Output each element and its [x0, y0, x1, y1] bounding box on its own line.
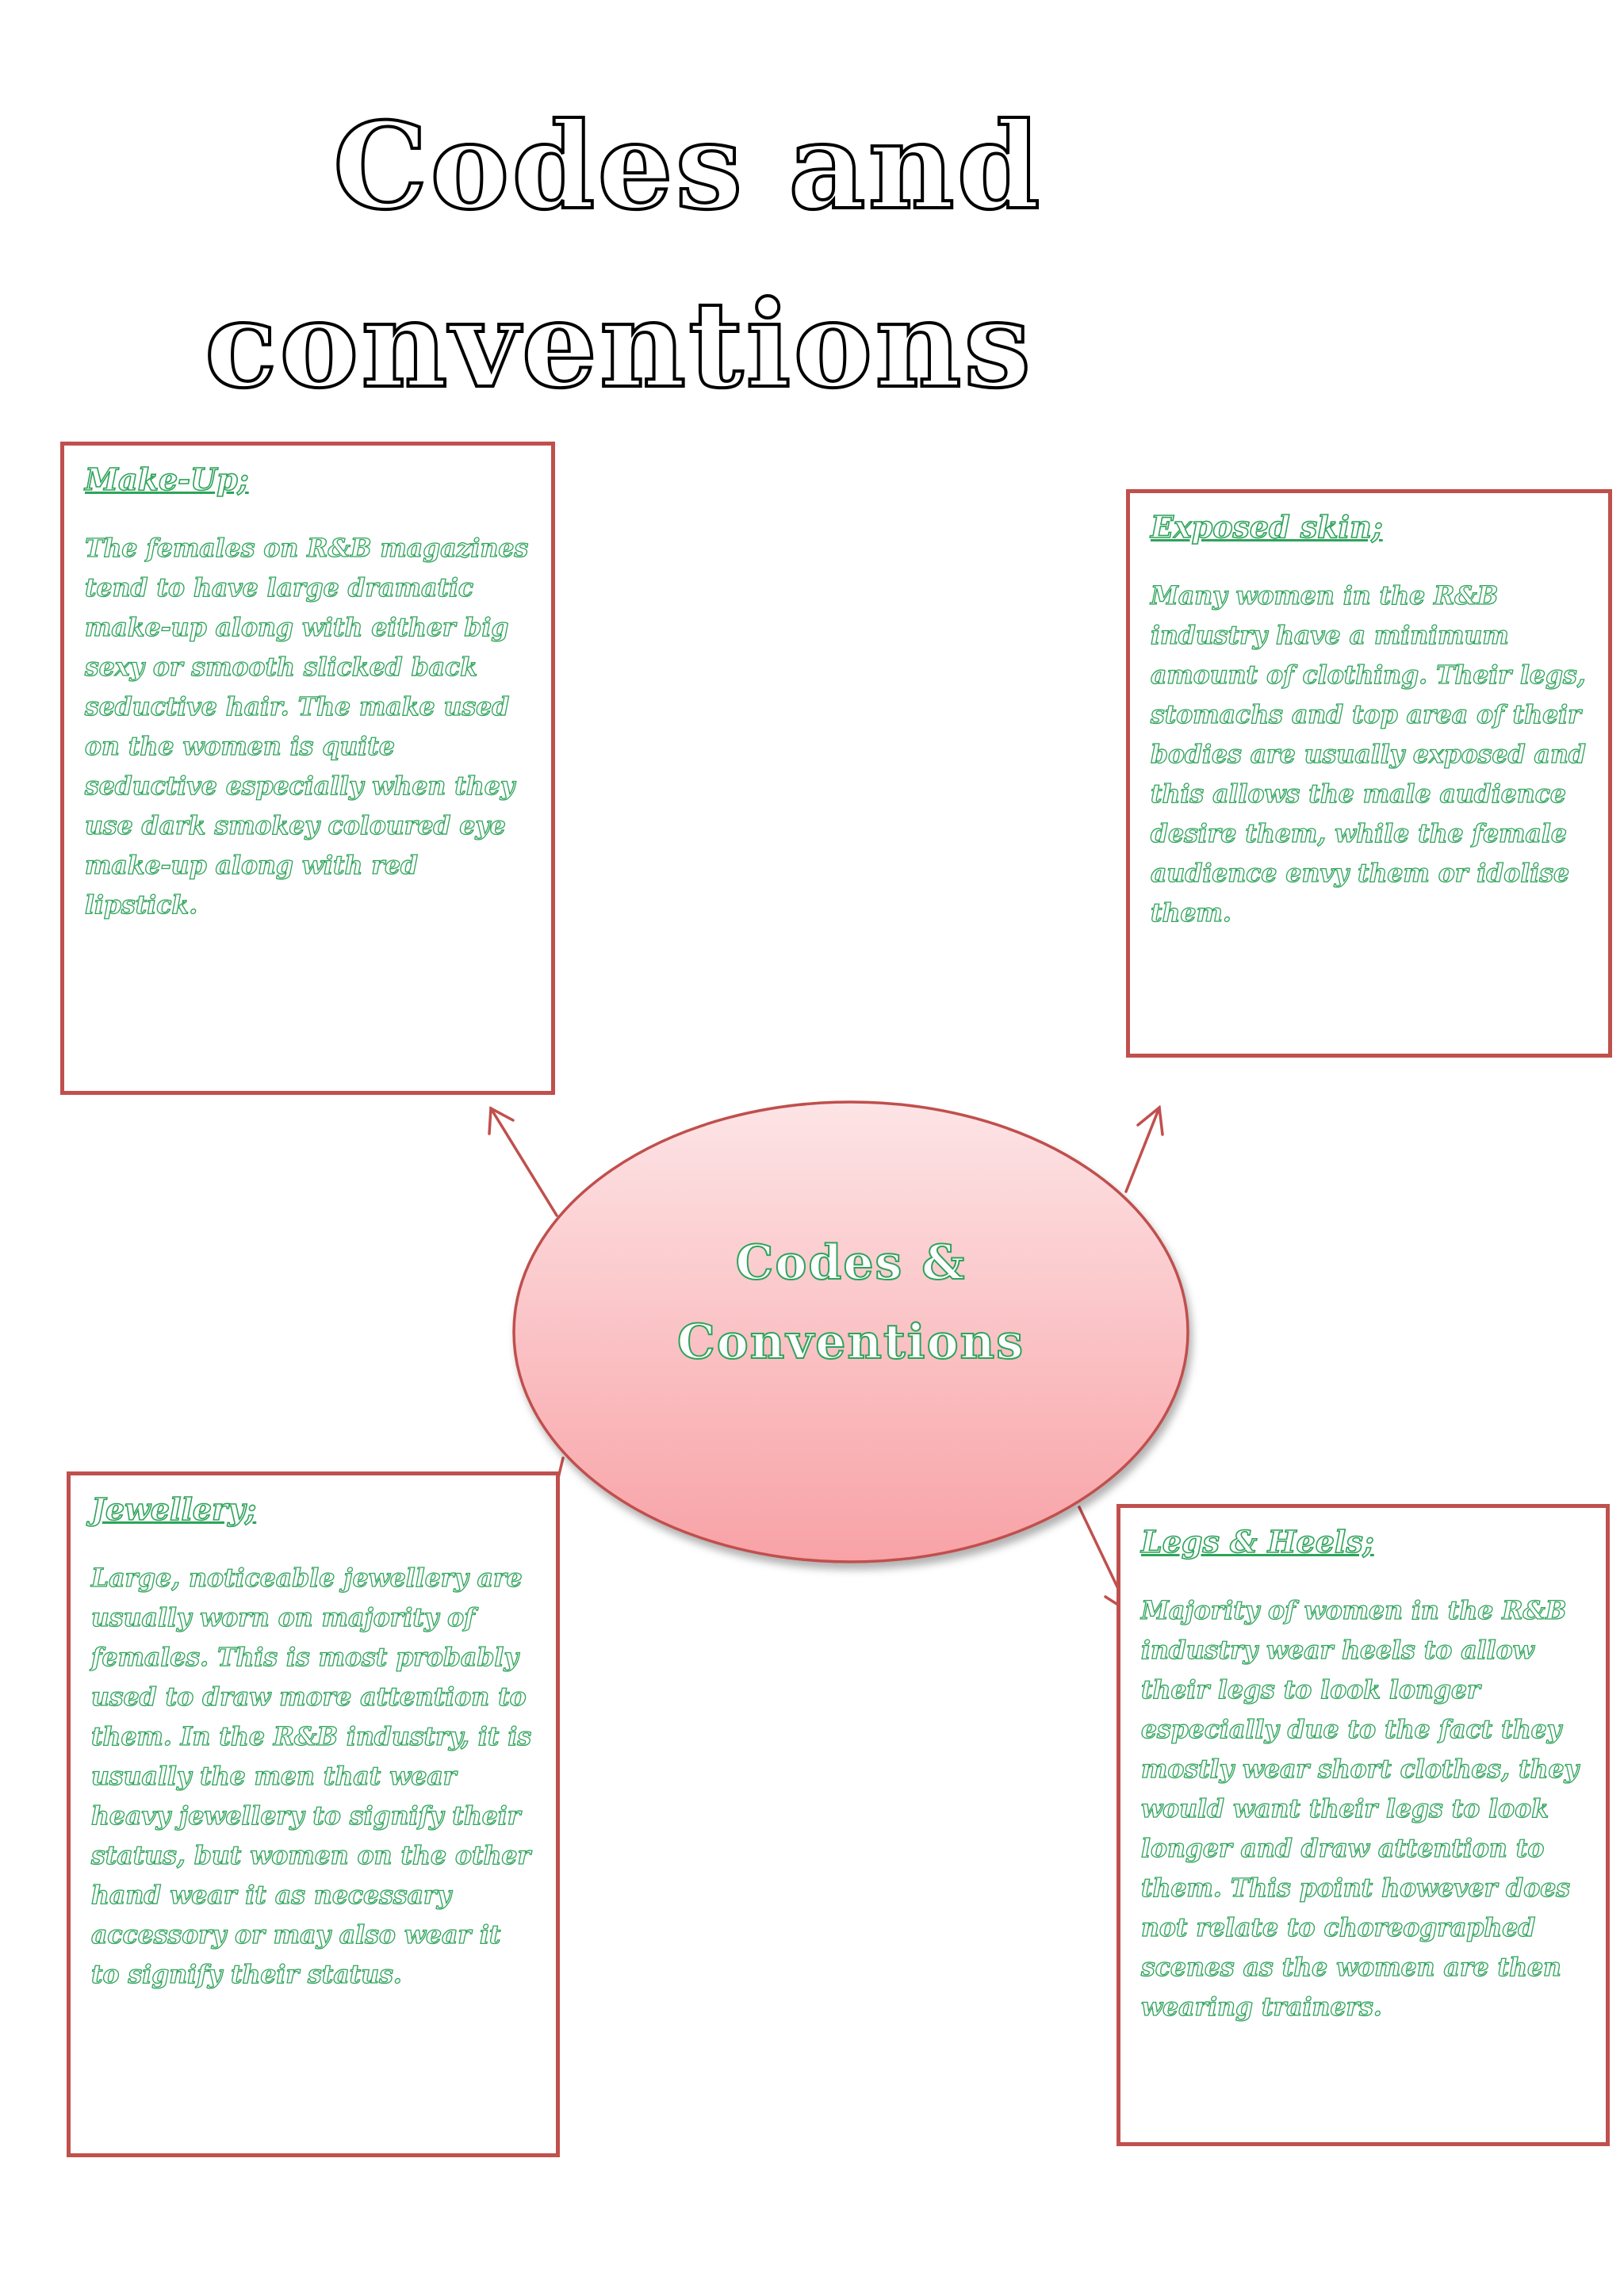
- arrow-to-exposed-skin: [1124, 1106, 1161, 1193]
- exposed-skin-box: Exposed skin; Many women in the R&B indu…: [1126, 489, 1612, 1058]
- makeup-box: Make-Up; The females on R&B magazines te…: [60, 442, 555, 1095]
- jewellery-heading: Jewellery;: [90, 1490, 257, 1528]
- arrowhead-makeup: [488, 1106, 515, 1135]
- center-label-line-1: Codes &: [735, 1234, 967, 1292]
- center-label: Codes & Conventions: [513, 1223, 1189, 1382]
- page-title-line-2: conventions: [203, 275, 1033, 415]
- jewellery-body: Large, noticeable jewellery are usually …: [90, 1563, 532, 1989]
- center-label-line-2: Conventions: [676, 1314, 1025, 1371]
- legs-heels-box: Legs & Heels; Majority of women in the R…: [1116, 1504, 1610, 2146]
- jewellery-box: Jewellery; Large, noticeable jewellery a…: [67, 1471, 560, 2157]
- makeup-body: The females on R&B magazines tend to hav…: [84, 533, 529, 920]
- exposed-skin-heading: Exposed skin;: [1150, 508, 1383, 545]
- arrow-to-makeup: [489, 1107, 558, 1217]
- legs-heels-heading: Legs & Heels;: [1140, 1523, 1374, 1560]
- arrowhead-exposed-skin: [1136, 1104, 1164, 1136]
- legs-heels-body: Majority of women in the R&B industry we…: [1140, 1595, 1579, 2022]
- page-title-line-1: Codes and: [331, 97, 1043, 236]
- makeup-heading: Make-Up;: [84, 461, 249, 498]
- exposed-skin-body: Many women in the R&B industry have a mi…: [1150, 580, 1586, 928]
- center-ellipse: [512, 1100, 1189, 1563]
